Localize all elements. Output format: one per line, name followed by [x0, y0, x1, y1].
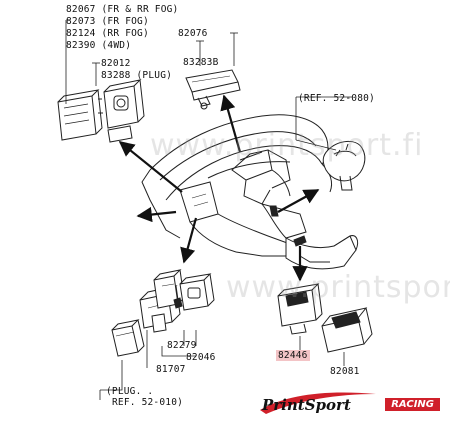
label-82012: 82012 [101, 58, 131, 69]
label-ref-52-080: (REF. 52-080) [298, 93, 375, 104]
label-82124: 82124 (RR FOG) [66, 28, 149, 39]
label-82446-highlighted: 82446 [276, 350, 310, 361]
logo-swoosh-icon [260, 392, 376, 414]
label-82081: 82081 [330, 366, 360, 377]
leader-lines [65, 19, 352, 400]
pointer-arrows [118, 94, 320, 282]
label-plug-ref-line2: REF. 52-010) [112, 397, 184, 408]
watermark-top: www.printsport.fi [150, 128, 424, 163]
switch-82081 [321, 307, 373, 353]
label-83283b: 83283B [183, 57, 219, 68]
label-82390: 82390 (4WD) [66, 40, 132, 51]
label-82067: 82067 (FR & RR FOG) [66, 4, 179, 15]
lower-switch-group [139, 269, 215, 333]
fog-switch-group [57, 79, 145, 143]
plug-cap [111, 319, 145, 357]
watermark-bottom: www.printsport.fi [226, 270, 450, 305]
label-plug-ref-line1: (PLUG. . [106, 386, 154, 397]
label-82073: 82073 (FR FOG) [66, 16, 149, 27]
label-82279: 82279 [167, 340, 197, 351]
label-82076: 82076 [178, 28, 208, 39]
logo-racing-badge: RACING [385, 398, 440, 411]
printsport-racing-logo: PrintSport RACING [260, 392, 440, 416]
shift-knob-ref [322, 141, 366, 191]
logo-main-text: PrintSport [262, 396, 351, 414]
label-81707: 81707 [156, 364, 186, 375]
console-shifter [260, 203, 359, 270]
label-83288: 83288 (PLUG) [101, 70, 173, 81]
switch-82446 [277, 283, 323, 335]
label-82046: 82046 [186, 352, 216, 363]
switch-83283b [185, 69, 241, 110]
